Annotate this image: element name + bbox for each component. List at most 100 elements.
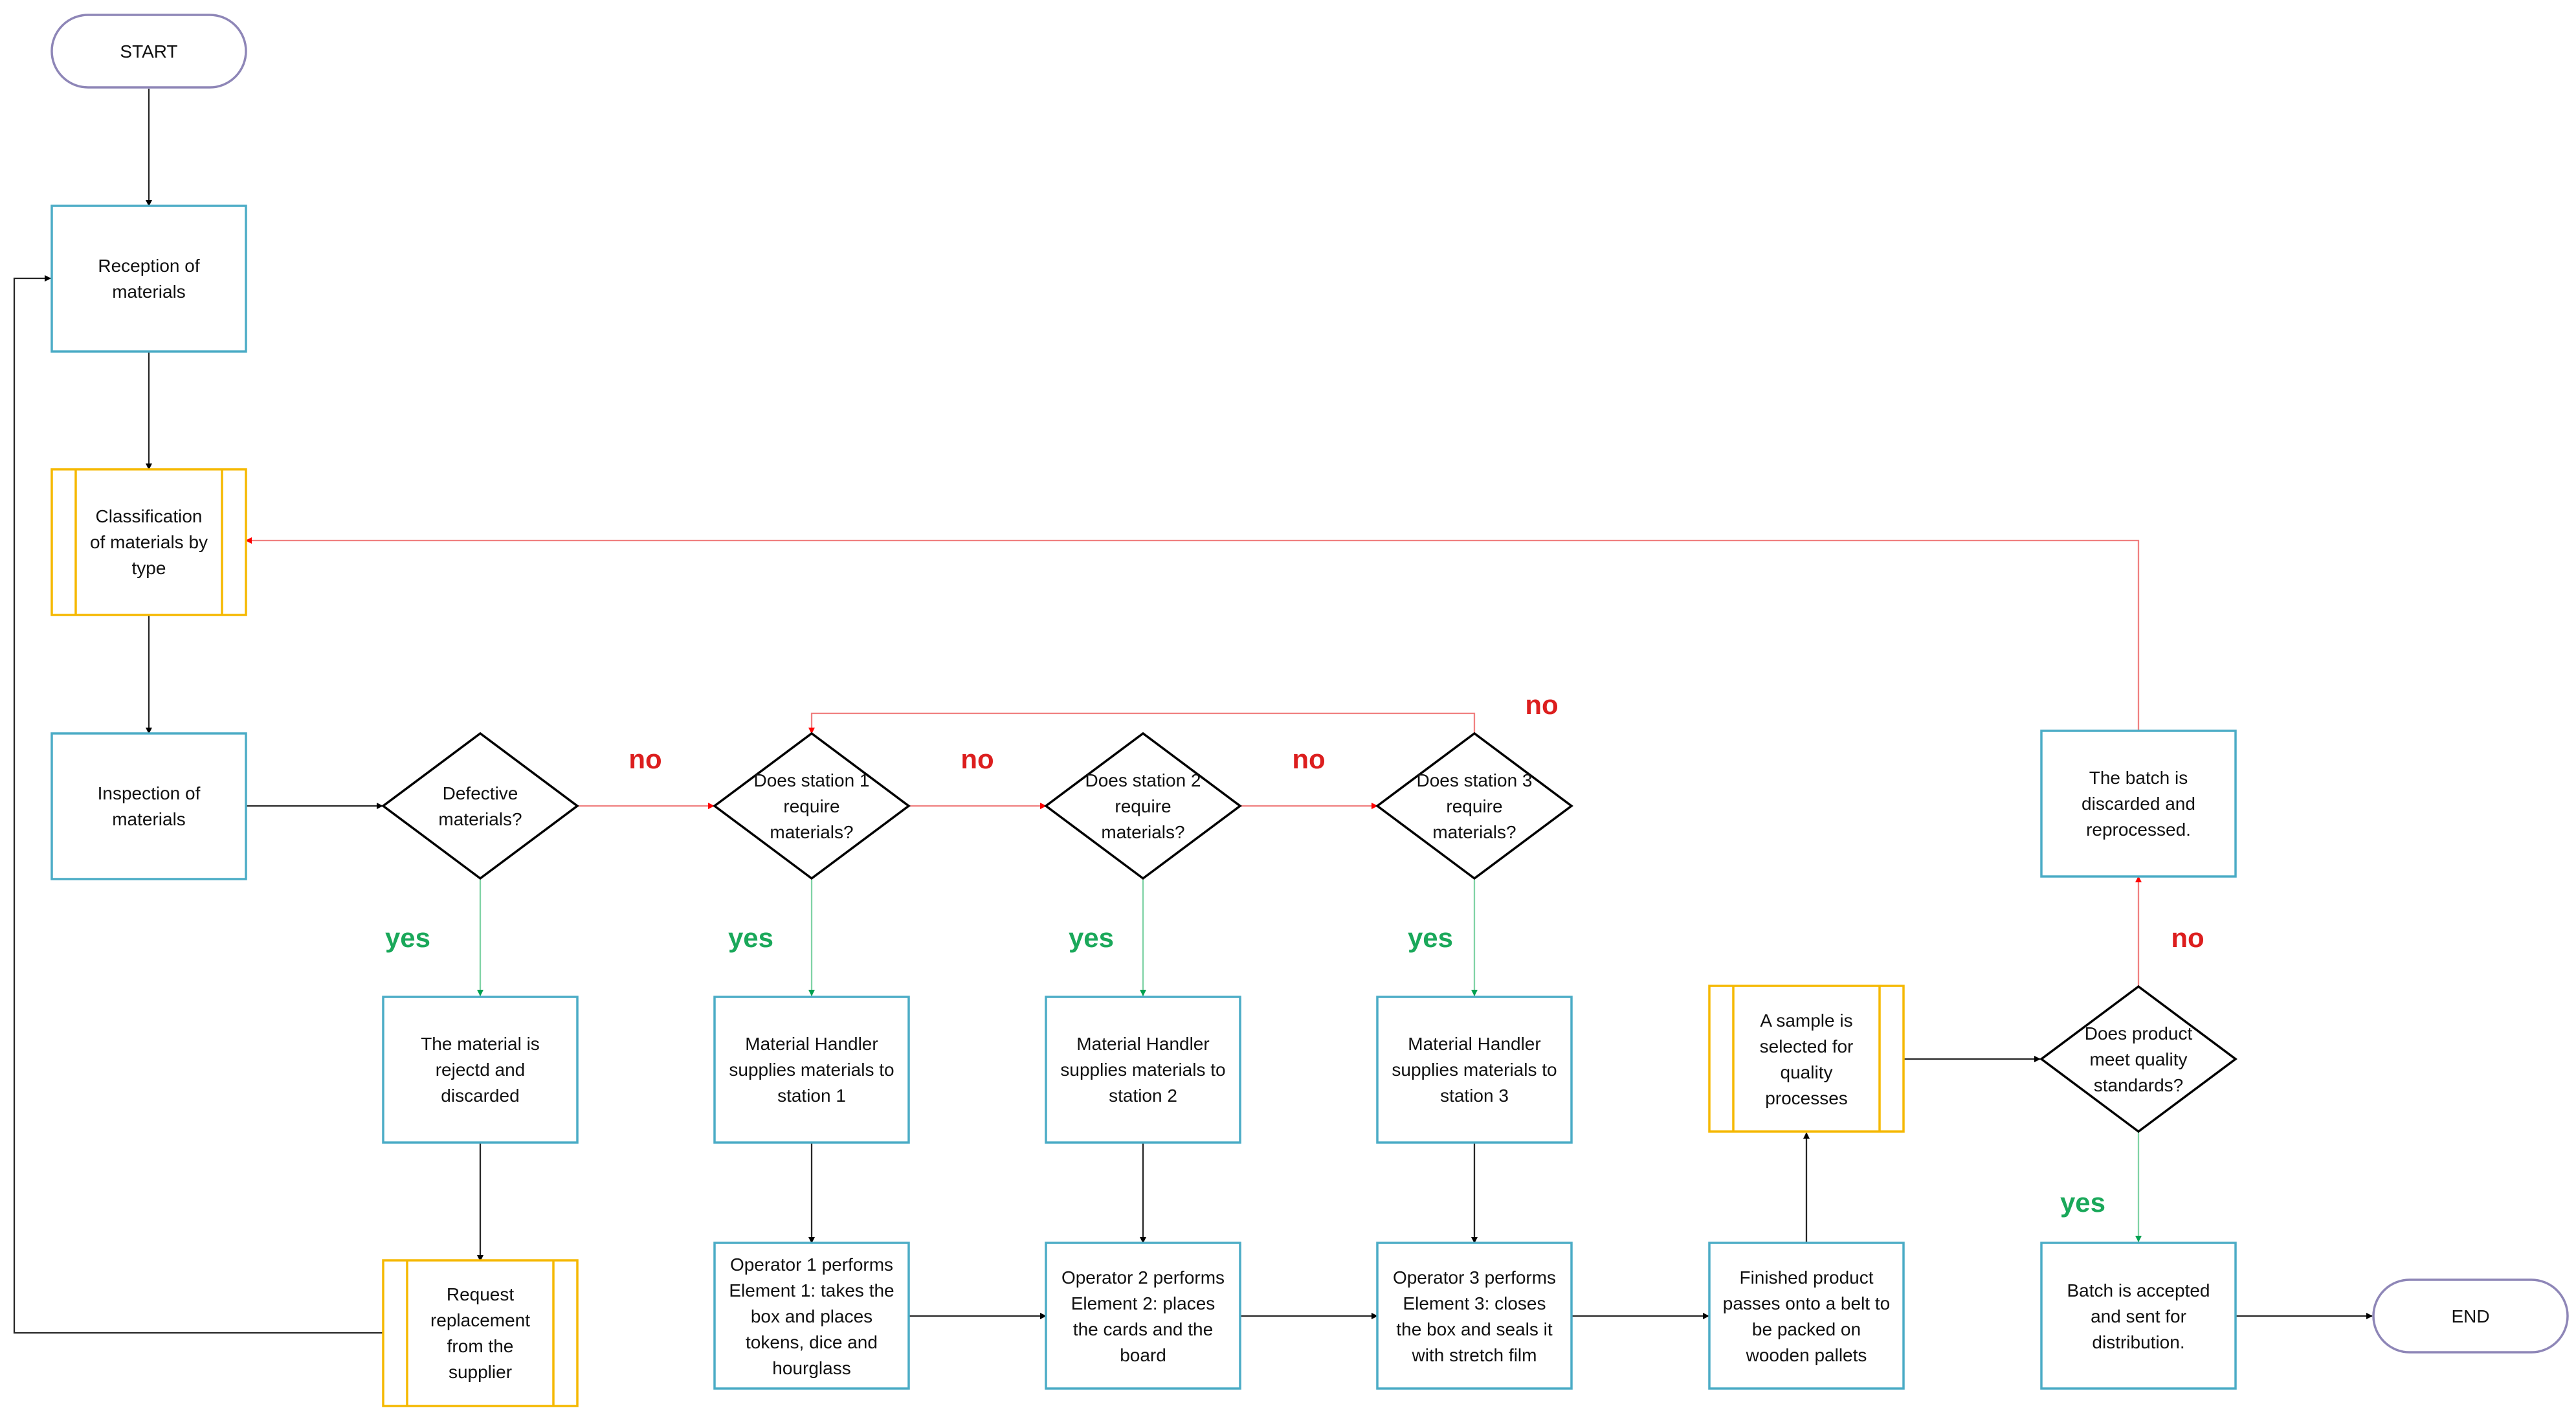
start-line-1: START <box>120 41 177 61</box>
reception-box <box>50 205 247 353</box>
reception-line-2: materials <box>112 282 186 302</box>
sample-line-1: A sample is <box>1760 1010 1852 1031</box>
replacement-line-1: Request <box>447 1284 515 1304</box>
quality-q-line-2: meet quality <box>2090 1049 2188 1069</box>
operator1-line-5: hourglass <box>772 1358 850 1378</box>
station1-q-line-2: require <box>783 796 839 816</box>
station1-q-line-3: materials? <box>770 822 853 842</box>
station3-decision <box>1375 731 1573 880</box>
batch-accepted-box <box>2040 1242 2237 1390</box>
classification-box <box>50 468 247 616</box>
handler2-line-2: supplies materials to <box>1060 1060 1225 1080</box>
operator2-line-2: Element 2: places <box>1071 1293 1216 1313</box>
batch-discarded-line-1: The batch is <box>2089 768 2188 788</box>
finished-line-1: Finished product <box>1739 1267 1873 1288</box>
rejected-line-3: discarded <box>441 1086 519 1106</box>
yes-label-station3: yes <box>1408 922 1453 953</box>
operator3-line-4: with stretch film <box>1412 1345 1537 1365</box>
finished-box <box>1708 1242 1905 1390</box>
operator2-box <box>1045 1242 1241 1390</box>
sample-line-3: quality <box>1781 1062 1833 1082</box>
handler1-line-2: supplies materials to <box>729 1060 894 1080</box>
handler2-line-3: station 2 <box>1109 1086 1177 1106</box>
handler3-line-2: supplies materials to <box>1392 1060 1557 1080</box>
no-label-station3: no <box>1525 689 1558 720</box>
replacement-line-3: from the <box>447 1336 514 1356</box>
operator1-line-1: Operator 1 performs <box>730 1255 893 1275</box>
operator3-line-2: Element 3: closes <box>1403 1293 1546 1313</box>
replacement-label: Request replacement from the supplier <box>430 1284 530 1382</box>
defective-decision <box>381 731 579 880</box>
quality-q-line-3: standards? <box>2094 1075 2184 1095</box>
quality-q-line-1: Does product <box>2085 1023 2193 1043</box>
batch-discarded-line-3: reprocessed. <box>2086 820 2191 840</box>
operator3-line-1: Operator 3 performs <box>1393 1267 1556 1288</box>
operator1-line-2: Element 1: takes the <box>729 1280 894 1300</box>
operator2-line-4: board <box>1120 1345 1166 1365</box>
sample-line-4: processes <box>1765 1088 1848 1108</box>
handler3-line-1: Material Handler <box>1408 1034 1540 1054</box>
yes-label-quality: yes <box>2060 1187 2105 1218</box>
station1-label: Does station 1 require materials? <box>754 770 870 842</box>
station3-q-line-3: materials? <box>1432 822 1516 842</box>
batch-discarded-line-2: discarded and <box>2082 794 2195 814</box>
start-terminal <box>50 14 247 89</box>
sample-line-2: selected for <box>1760 1036 1854 1056</box>
rejected-line-2: rejectd and <box>436 1060 526 1080</box>
rejected-box <box>382 996 579 1144</box>
classification-line-3: type <box>132 558 166 578</box>
station3-q-line-2: require <box>1446 796 1502 816</box>
no-label-quality: no <box>2171 922 2204 953</box>
handler1-line-1: Material Handler <box>745 1034 878 1054</box>
station1-decision <box>713 731 911 880</box>
operator3-box <box>1376 1242 1573 1390</box>
rejected-line-1: The material is <box>421 1034 540 1054</box>
replacement-line-2: replacement <box>430 1310 530 1330</box>
quality-decision <box>2039 985 2237 1133</box>
batch-accepted-line-3: distribution. <box>2092 1332 2184 1352</box>
no-label-station2: no <box>1292 744 1325 774</box>
operator2-line-1: Operator 2 performs <box>1061 1267 1225 1288</box>
end-line-1: END <box>2451 1306 2489 1326</box>
shapes <box>50 14 2569 1407</box>
handler2-box <box>1045 996 1241 1144</box>
end-terminal <box>2372 1278 2569 1354</box>
finished-line-2: passes onto a belt to <box>1723 1293 1890 1313</box>
station2-decision <box>1044 731 1242 880</box>
handler1-line-3: station 1 <box>777 1086 846 1106</box>
yes-label-defective: yes <box>385 922 430 953</box>
batch-discarded-box <box>2040 730 2237 878</box>
sample-box <box>1708 985 1905 1133</box>
quality-label: Does product meet quality standards? <box>2085 1023 2193 1095</box>
handler3-line-3: station 3 <box>1440 1086 1509 1106</box>
station2-q-line-3: materials? <box>1101 822 1184 842</box>
replacement-box <box>382 1259 579 1407</box>
handler3-box <box>1376 996 1573 1144</box>
finished-line-4: wooden pallets <box>1746 1345 1867 1365</box>
handler2-label: Material Handler supplies materials to sta… <box>1060 1034 1225 1106</box>
yes-label-station1: yes <box>728 922 773 953</box>
finished-label: Finished product passes onto a belt to be … <box>1723 1267 1890 1365</box>
handler2-line-1: Material Handler <box>1076 1034 1209 1054</box>
no-label-defective: no <box>628 744 661 774</box>
batch-accepted-line-2: and sent for <box>2091 1306 2186 1326</box>
replacement-line-4: supplier <box>449 1362 512 1382</box>
operator1-box <box>713 1242 910 1390</box>
inspection-box <box>50 732 247 880</box>
batch-discarded-label: The batch is discarded and reprocessed. <box>2082 768 2195 840</box>
station2-q-line-1: Does station 2 <box>1085 770 1201 790</box>
station1-q-line-1: Does station 1 <box>754 770 870 790</box>
finished-line-3: be packed on <box>1752 1319 1861 1339</box>
arrow-replacement-loop-to-reception <box>13 275 383 1334</box>
operator1-line-3: box and places <box>751 1306 872 1326</box>
handler1-box <box>713 996 910 1144</box>
